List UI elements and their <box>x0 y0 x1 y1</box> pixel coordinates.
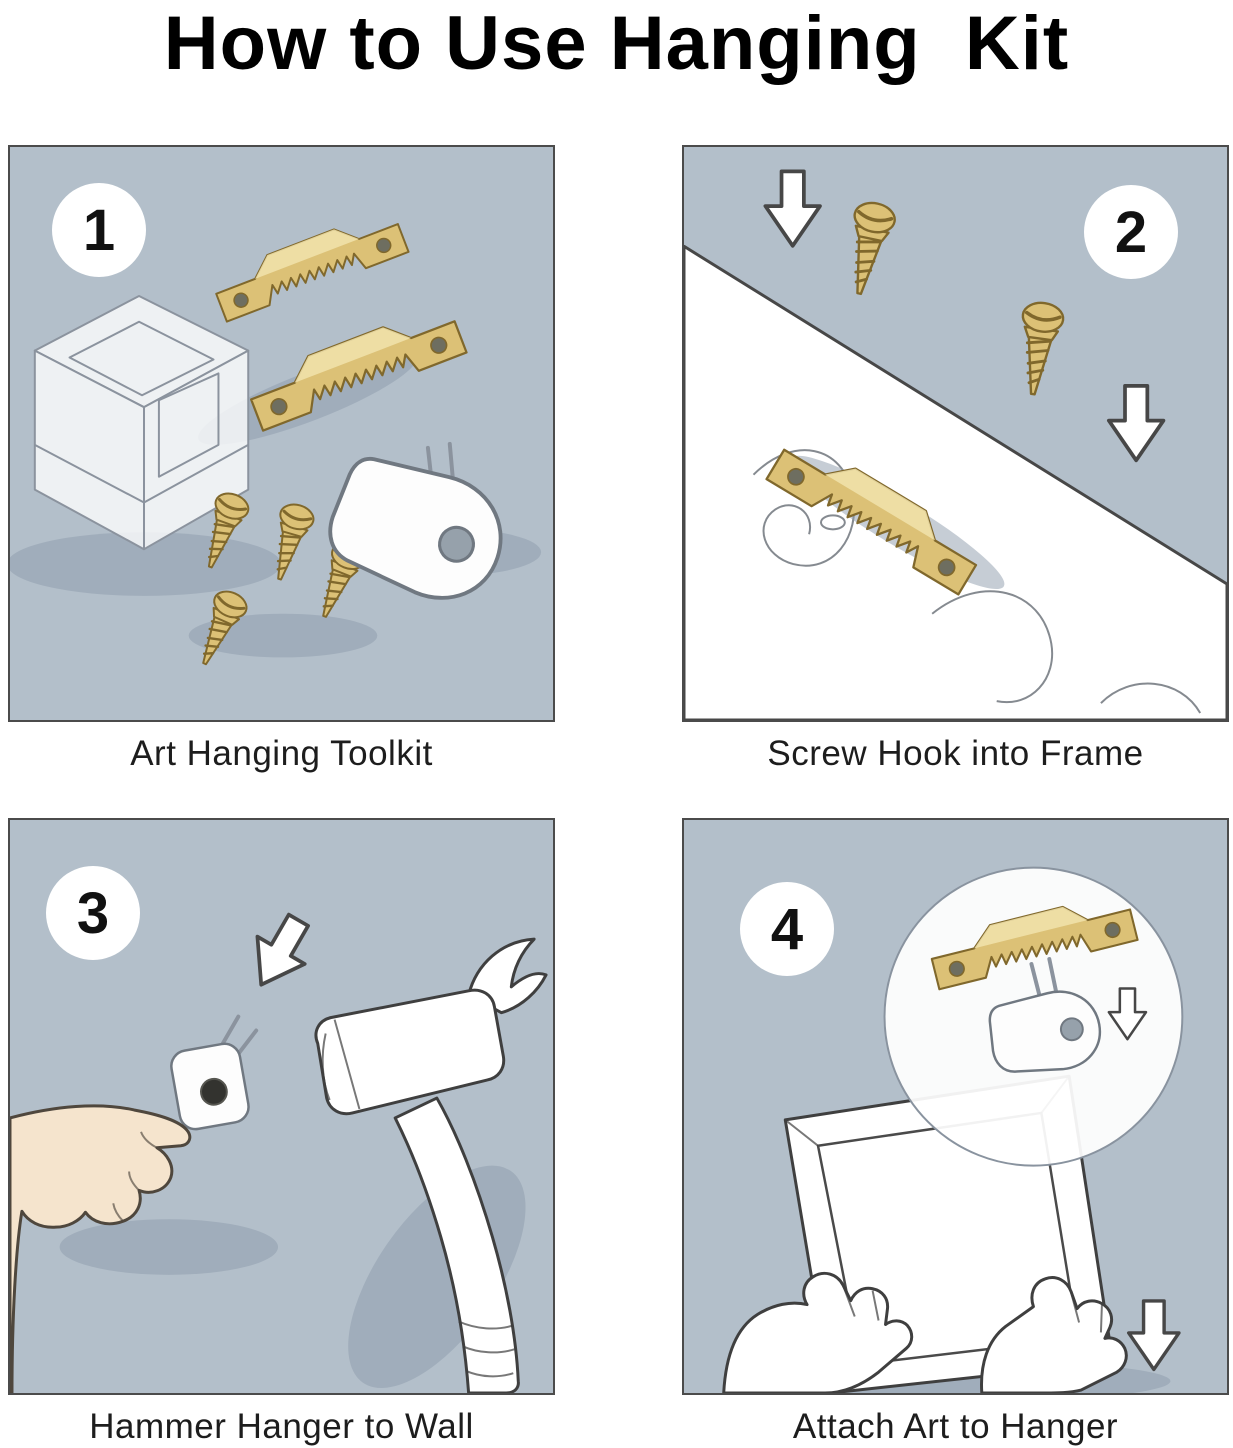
step-number-badge: 4 <box>740 882 834 976</box>
step-2-caption: Screw Hook into Frame <box>767 734 1144 773</box>
step-number-badge: 2 <box>1084 185 1178 279</box>
step-1-panel: 1 <box>8 145 555 722</box>
step-3-panel: 3 <box>8 818 555 1395</box>
clear-storage-box <box>33 294 250 551</box>
step-1-section: 1 Art Hanging Toolkit <box>8 145 555 774</box>
step-4-panel: 4 <box>682 818 1229 1395</box>
step-1-caption: Art Hanging Toolkit <box>130 734 433 773</box>
zoom-circle <box>883 866 1184 1167</box>
step-2-section: 2 Screw Hook into Frame <box>682 145 1229 774</box>
step-number-badge: 1 <box>52 183 146 277</box>
step-3-section: 3 Hammer Hanger to Wall <box>8 818 555 1447</box>
left-hand <box>722 1271 914 1393</box>
step-3-caption: Hammer Hanger to Wall <box>89 1407 474 1446</box>
hammer <box>314 937 548 1393</box>
page-title: How to Use Hanging Kit <box>163 1 1070 86</box>
plastic-wall-hook <box>316 441 519 616</box>
step-1-illustration <box>10 147 553 720</box>
step-number-badge: 3 <box>46 866 140 960</box>
wood-frame-edge <box>684 244 1227 720</box>
hand <box>10 1104 192 1393</box>
right-hand <box>980 1276 1128 1393</box>
step-4-section: 4 Attach Art to Hanger <box>682 818 1229 1447</box>
plastic-wall-hook <box>170 1014 259 1131</box>
step-2-panel: 2 <box>682 145 1229 722</box>
step-4-caption: Attach Art to Hanger <box>792 1407 1119 1446</box>
plastic-wall-hook <box>983 957 1108 1082</box>
step-4-illustration <box>684 820 1227 1393</box>
